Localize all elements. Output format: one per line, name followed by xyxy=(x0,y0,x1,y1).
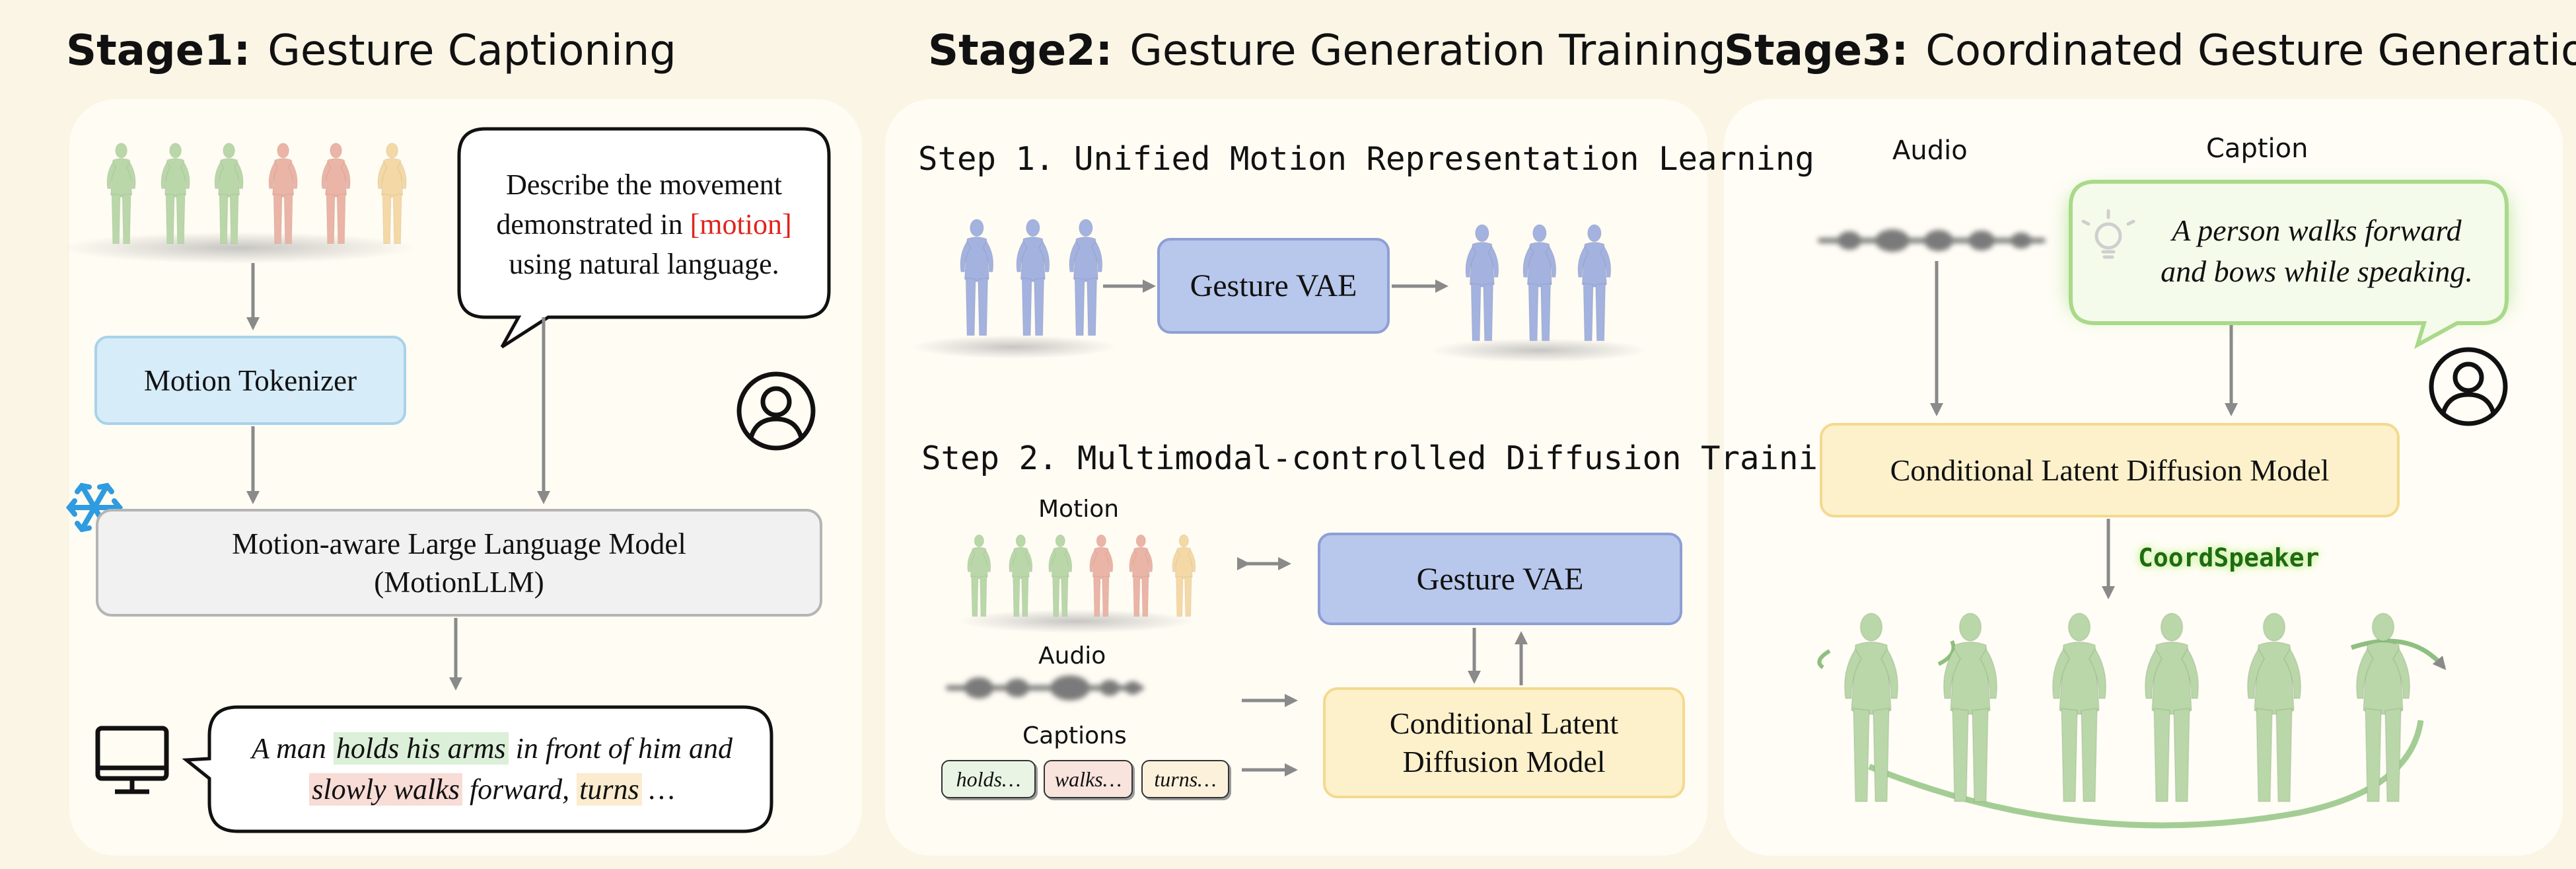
stage3-output-figure xyxy=(2342,611,2425,810)
cldm-step2-line2: Diffusion Model xyxy=(1402,745,1606,778)
caption-chip-walks: walks… xyxy=(1044,760,1133,798)
step1-input-figure xyxy=(1060,218,1112,340)
step2-audio-label: Audio xyxy=(1038,642,1106,669)
stage3-audio-waveform xyxy=(1818,229,2046,252)
user-icon xyxy=(736,371,816,451)
step1-input-shadow xyxy=(912,335,1116,359)
motionllm-line1: Motion-aware Large Language Model xyxy=(232,527,686,560)
stage3-output-figure xyxy=(2233,611,2316,810)
stage2-title: Stage2: Gesture Generation Training xyxy=(928,26,1726,75)
output-part3: forward, xyxy=(462,773,577,806)
step1-input-figure xyxy=(951,218,1003,340)
cldm-box-step2: Conditional Latent Diffusion Model xyxy=(1323,687,1685,798)
prompt-text-after: using natural language. xyxy=(509,248,779,280)
cldm-step2-line1: Conditional Latent xyxy=(1389,706,1619,740)
trajectory-arrow-top xyxy=(2350,638,2447,670)
stage1-title: Stage1: Gesture Captioning xyxy=(66,26,676,75)
step2-motion-figure xyxy=(1083,534,1120,620)
stage3-output-figure xyxy=(2038,611,2121,810)
stage3-caption-label: Caption xyxy=(2206,133,2308,164)
coordspeaker-label: CoordSpeaker xyxy=(2138,543,2320,572)
stage3-output-figure xyxy=(2130,611,2213,810)
step1-output-shadow xyxy=(1430,338,1648,362)
turn-arrow-left xyxy=(1817,649,1831,669)
output-highlight-holds: holds his arms xyxy=(333,732,509,765)
motion-tokenizer-box: Motion Tokenizer xyxy=(94,336,406,425)
prompt-motion-token: [motion] xyxy=(690,208,792,241)
step2-motion-figure xyxy=(1042,534,1079,620)
turn-arrow-right xyxy=(1937,640,1956,666)
stage3-output-figure xyxy=(1830,611,1913,810)
user-icon-stage3 xyxy=(2429,347,2508,426)
gesture-vae-box-step2: Gesture VAE xyxy=(1318,533,1682,625)
stage3-caption-text: A person walks forward and bows while sp… xyxy=(2133,195,2500,307)
step2-audio-waveform xyxy=(946,675,1144,700)
motionllm-line2: (MotionLLM) xyxy=(374,565,544,599)
output-part2: in front of him and xyxy=(508,732,733,765)
prompt-text-before: Describe the movement demonstrated in xyxy=(496,169,782,241)
stage3-audio-label: Audio xyxy=(1892,135,1968,166)
step1-output-figure xyxy=(1569,223,1620,346)
step2-motion-figure xyxy=(1003,534,1039,620)
prompt-text: Describe the movement demonstrated in [m… xyxy=(485,149,803,301)
stage1-motion-figure xyxy=(153,142,197,248)
output-highlight-walks: slowly walks xyxy=(309,773,462,806)
motion-tokenizer-label: Motion Tokenizer xyxy=(143,363,357,397)
stage3-caption-line1: A person walks forward xyxy=(2172,213,2462,247)
stage3-title: Stage3: Coordinated Gesture Generation xyxy=(1724,26,2576,75)
gesture-vae-label-step2: Gesture VAE xyxy=(1416,561,1584,597)
caption-chip-holds: holds… xyxy=(941,760,1036,798)
motionllm-box: Motion-aware Large Language Model (Motio… xyxy=(96,509,822,617)
step2-title: Step 2. Multimodal-controlled Diffusion … xyxy=(921,439,1857,477)
stage1-ground-shadow xyxy=(59,232,416,264)
step2-motion-label: Motion xyxy=(1038,496,1120,523)
stage2-name: Gesture Generation Training xyxy=(1129,26,1726,75)
output-part4: … xyxy=(641,773,675,806)
caption-chip-turns: turns… xyxy=(1141,760,1229,798)
step1-input-figure xyxy=(1007,218,1059,340)
step2-motion-figure xyxy=(1166,534,1202,620)
step2-motion-figure xyxy=(1123,534,1159,620)
stage3-caption-line2: and bows while speaking. xyxy=(2161,254,2473,288)
stage3-name: Coordinated Gesture Generation xyxy=(1925,26,2576,75)
stage1-motion-figure xyxy=(314,142,358,248)
prompt-bubble xyxy=(457,127,831,349)
gesture-vae-label-step1: Gesture VAE xyxy=(1190,268,1357,303)
step2-captions-label: Captions xyxy=(1022,722,1127,749)
stage2-label: Stage2: xyxy=(928,26,1113,75)
stage1-motion-figure xyxy=(370,142,414,248)
caption-bubble xyxy=(2069,180,2509,350)
output-highlight-turns: turns xyxy=(577,773,642,806)
stage1-label: Stage1: xyxy=(66,26,251,75)
step1-output-figure xyxy=(1514,223,1565,346)
stage1-motion-figure xyxy=(261,142,305,248)
monitor-icon xyxy=(95,726,169,794)
stage3-output-figure xyxy=(1929,611,2012,810)
gesture-vae-box-step1: Gesture VAE xyxy=(1157,238,1390,334)
stage1-name: Gesture Captioning xyxy=(268,26,676,75)
step1-title: Step 1. Unified Motion Representation Le… xyxy=(918,140,1815,178)
lightbulb-icon xyxy=(2081,209,2135,259)
output-part1: A man xyxy=(252,732,334,765)
step1-output-figure xyxy=(1456,223,1508,346)
stage3-label: Stage3: xyxy=(1724,26,1909,75)
cldm-stage3-label: Conditional Latent Diffusion Model xyxy=(1890,453,2330,487)
cldm-box-stage3: Conditional Latent Diffusion Model xyxy=(1820,423,2400,517)
caption-output-text: A man holds his arms in front of him and… xyxy=(225,719,760,819)
stage1-motion-figure xyxy=(99,142,143,248)
stage1-motion-figure xyxy=(207,142,251,248)
step2-motion-figure xyxy=(961,534,997,620)
